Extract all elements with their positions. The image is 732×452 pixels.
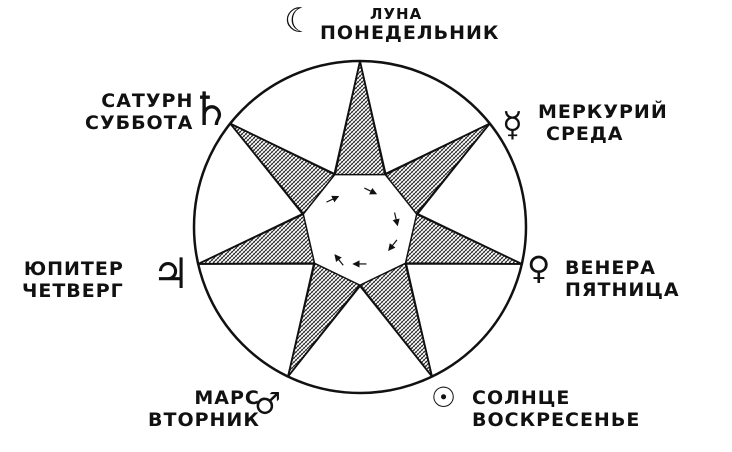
star-point-jupiter bbox=[197, 212, 316, 265]
jupiter-name: ЮПИТЕР bbox=[23, 258, 124, 280]
sun-icon: ☉ bbox=[431, 381, 457, 414]
star-point-venus bbox=[404, 212, 523, 265]
sun-day: ВОСКРЕСЕНЬЕ bbox=[472, 409, 641, 431]
moon-icon: ☾ bbox=[284, 1, 315, 41]
star-point-moon bbox=[333, 60, 387, 176]
saturn-day: СУББОТА bbox=[85, 112, 194, 134]
venus-icon: ♀ bbox=[527, 249, 551, 287]
moon-label: ЛУНА ПОНЕДЕЛЬНИК bbox=[320, 6, 499, 44]
direction-arrow bbox=[388, 239, 398, 251]
jupiter-icon: ♃ bbox=[152, 249, 190, 298]
mercury-label: МЕРКУРИЙ СРЕДА bbox=[538, 101, 668, 145]
mercury-icon: ☿ bbox=[502, 105, 523, 145]
saturn-name: САТУРН bbox=[101, 90, 194, 112]
direction-arrow bbox=[334, 254, 344, 266]
venus-day: ПЯТНИЦА bbox=[565, 279, 680, 301]
direction-arrow bbox=[326, 195, 340, 203]
moon-name: ЛУНА bbox=[370, 5, 423, 23]
mars-day: ВТОРНИК bbox=[148, 409, 260, 431]
mercury-name: МЕРКУРИЙ bbox=[538, 101, 668, 123]
venus-label: ВЕНЕРА ПЯТНИЦА bbox=[565, 257, 680, 301]
mars-name: МАРС bbox=[194, 387, 260, 409]
saturn-label: САТУРН СУББОТА bbox=[85, 90, 193, 134]
jupiter-label: ЮПИТЕР ЧЕТВЕРГ bbox=[22, 258, 124, 302]
mars-label: МАРС ВТОРНИК bbox=[148, 387, 260, 431]
mercury-day: СРЕДА bbox=[546, 123, 624, 145]
venus-name: ВЕНЕРА bbox=[565, 257, 656, 279]
moon-day: ПОНЕДЕЛЬНИК bbox=[320, 22, 500, 44]
direction-arrow bbox=[392, 212, 400, 227]
jupiter-day: ЧЕТВЕРГ bbox=[22, 280, 124, 302]
sun-label: СОЛНЦЕ ВОСКРЕСЕНЬЕ bbox=[472, 387, 640, 431]
sequence-arrows bbox=[326, 187, 400, 268]
mars-icon: ♂ bbox=[254, 387, 281, 422]
direction-arrow bbox=[364, 187, 378, 195]
saturn-icon: ♄ bbox=[190, 82, 232, 136]
sun-name: СОЛНЦЕ bbox=[472, 387, 571, 409]
